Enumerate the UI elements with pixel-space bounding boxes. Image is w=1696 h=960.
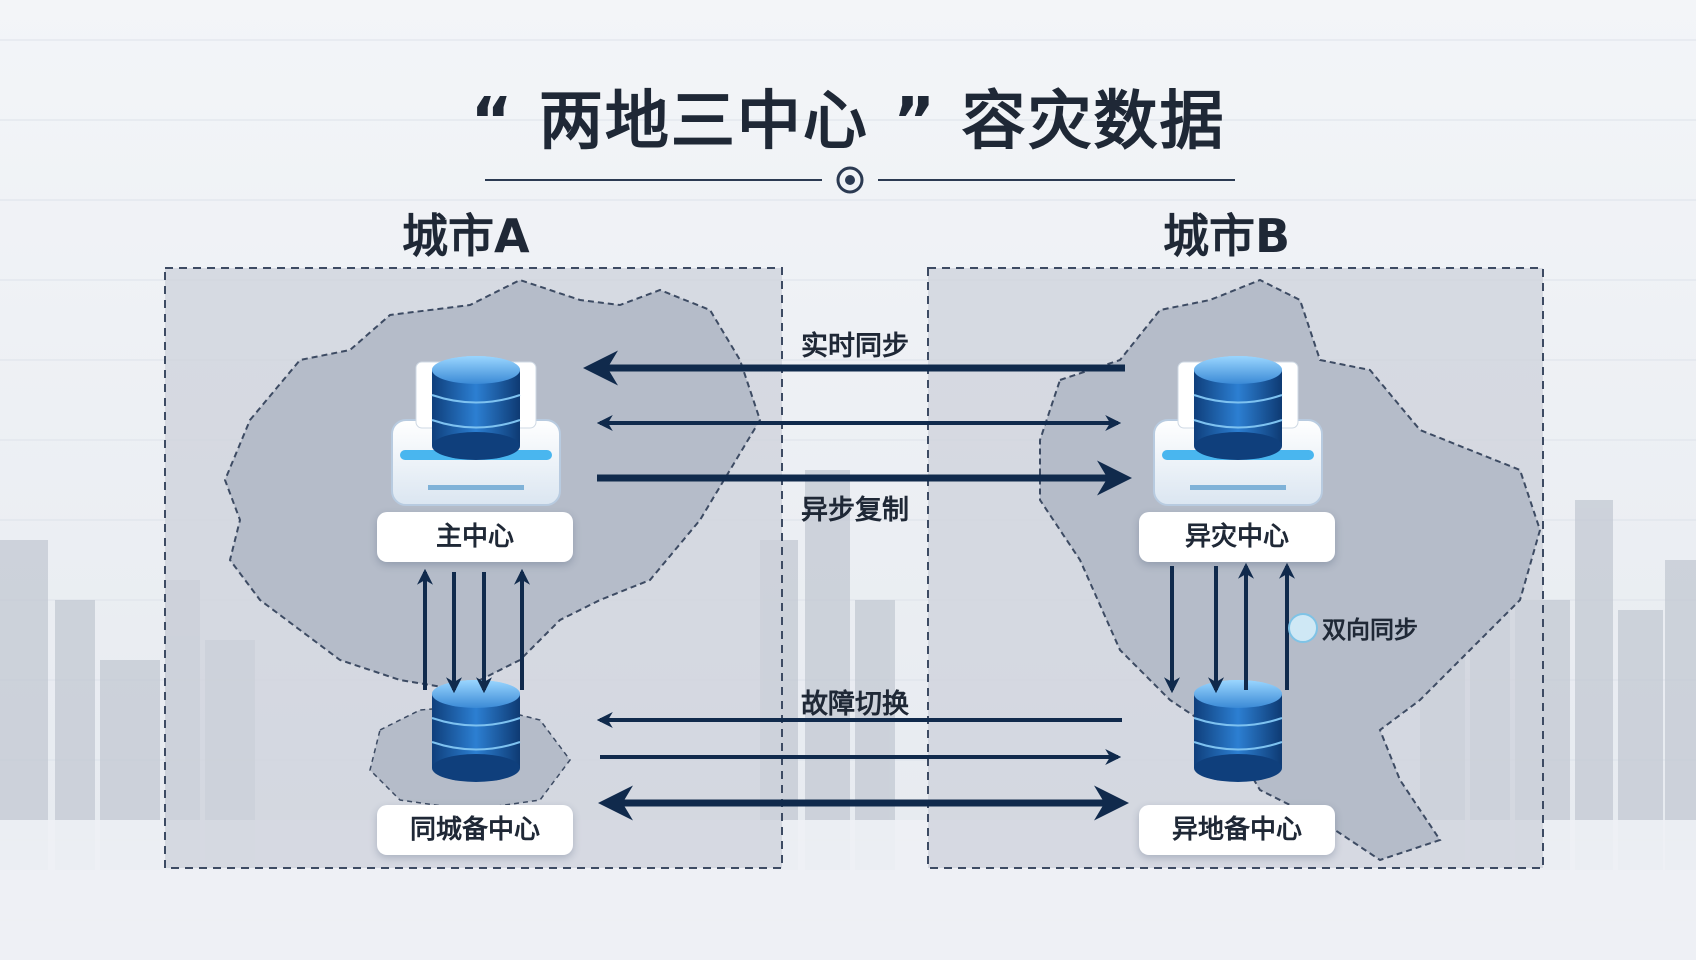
title-divider (485, 166, 1235, 194)
sync-badge-icon (1288, 612, 1318, 643)
primary-center-label: 主中心 (377, 512, 573, 562)
remote-backup-server-icon (1193, 680, 1283, 782)
same-city-backup-label: 同城备中心 (377, 805, 573, 855)
vertical-arrows-b (1164, 562, 1295, 694)
primary-server-icon (391, 356, 561, 506)
disaster-server-icon (1153, 356, 1323, 506)
realtime-sync-label: 实时同步 (801, 331, 909, 362)
city-a-label: 城市A (402, 209, 530, 263)
remote-backup-label: 异地备中心 (1139, 805, 1335, 855)
same-city-backup-server-icon (431, 680, 521, 782)
horizontal-arrows (583, 350, 1132, 821)
failover-label: 故障切换 (801, 689, 909, 720)
disaster-center-label: 异灾中心 (1139, 512, 1335, 562)
city-b-label: 城市B (1163, 209, 1291, 263)
async-replication-label: 异步复制 (801, 495, 909, 526)
side-tag: 双向同步 (1288, 610, 1418, 645)
side-tag-label: 双向同步 (1322, 616, 1418, 644)
page-title: “ 两地三中心 ” 容灾数据 (470, 85, 1226, 159)
vertical-arrows-a (417, 568, 530, 694)
